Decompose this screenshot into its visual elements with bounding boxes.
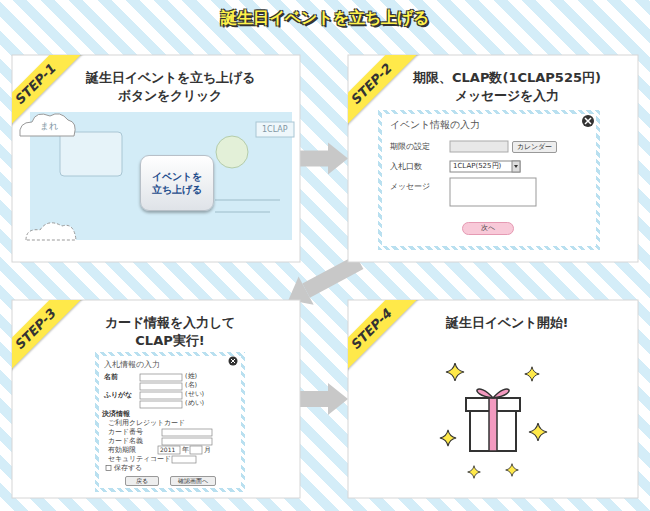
step3-form	[106, 466, 111, 471]
next-button: 次へ	[462, 222, 514, 235]
step-panel: カレンダー次へイベント情報の入力STEP-2期限、CLAP数(1CLAP525円…	[348, 55, 638, 262]
gift-icon	[446, 363, 464, 381]
form-label: 保存する	[114, 465, 142, 472]
dialog-title: 入札情報の入力	[104, 359, 236, 370]
step3-form	[190, 446, 202, 454]
step2-form	[450, 161, 520, 172]
step1-screenshot	[215, 211, 270, 213]
step3-form	[231, 359, 235, 363]
form-label: 年	[182, 447, 189, 454]
arrow-shaft	[306, 262, 359, 291]
page-title: 誕生日イベントを立ち上げる	[0, 8, 650, 29]
step3-form	[172, 456, 196, 463]
step2-form	[512, 161, 520, 172]
step-ribbon: STEP-3	[12, 300, 86, 379]
step-panel: イベントを 立ち上げるSTEP-1誕生日イベントを立ち上げる ボタンをクリック	[12, 55, 300, 262]
form-label: 期限の設定	[390, 143, 430, 151]
gift-icon	[440, 430, 456, 446]
step2-form	[450, 141, 508, 152]
button-label: カレンダー	[517, 144, 552, 151]
panel-fill	[12, 300, 300, 498]
step2-form	[514, 165, 518, 168]
panel-fills	[12, 55, 638, 498]
step3-form	[140, 392, 182, 399]
step-heading: 誕生日イベント開始!	[405, 314, 610, 332]
form-label: 月	[204, 447, 211, 454]
form-label: 1CLAP(525円)	[453, 163, 501, 170]
step3-form	[140, 383, 182, 390]
step1-screenshot	[256, 122, 294, 137]
form-button: カレンダー	[512, 141, 557, 153]
arrow-shaft	[300, 151, 328, 167]
form-label: 有効期限	[108, 447, 136, 454]
form-label: (めい)	[185, 400, 204, 407]
step-heading: 期限、CLAP数(1CLAP525円) メッセージを入力	[405, 69, 610, 104]
form-label: ご利用クレジットカード	[108, 420, 185, 427]
form-label: 入札口数	[390, 163, 422, 171]
event-button: イベントを 立ち上げる	[140, 155, 214, 211]
form-label: カード名義	[108, 438, 143, 445]
step3-form	[140, 374, 182, 381]
panel-fill	[12, 55, 300, 262]
form-label: まれ	[40, 122, 58, 131]
step1-screenshot	[20, 112, 294, 240]
gift-icon	[477, 389, 509, 398]
arrow-head	[328, 383, 348, 415]
form-label: ふりがな	[104, 392, 132, 399]
step-arrow	[300, 383, 348, 415]
button-label: 確認画面へ	[178, 478, 208, 484]
button-label: 戻る	[136, 478, 148, 484]
step3-form	[229, 357, 238, 366]
gift-icon	[506, 464, 519, 477]
step-ribbon: STEP-4	[348, 300, 422, 379]
step1-screenshot	[26, 223, 76, 240]
step3-form	[162, 438, 212, 445]
step-arrow	[288, 262, 359, 305]
step1-screenshot	[215, 199, 280, 201]
form-dialog: カレンダー次へ イベント情報の入力	[378, 110, 600, 250]
step2-form	[582, 115, 594, 127]
form-label: 決済情報	[102, 411, 130, 418]
step1-screenshot	[20, 114, 75, 136]
step2-form	[450, 178, 536, 206]
form-label: 名前	[104, 374, 118, 381]
button-label: イベントを 立ち上げる	[141, 170, 213, 196]
step2-form	[585, 118, 591, 124]
form-label: (せい)	[185, 391, 204, 398]
step3-form	[140, 401, 182, 408]
step3-form	[162, 429, 212, 436]
arrow-head	[328, 143, 348, 175]
step3-form	[158, 446, 180, 454]
form-button: 確認画面へ	[170, 476, 216, 486]
gift-icon	[525, 367, 539, 381]
gift-icon	[529, 423, 547, 441]
form-label: カード番号	[108, 429, 143, 436]
step-panel: STEP-4誕生日イベント開始!	[348, 300, 638, 498]
step1-screenshot	[216, 136, 248, 168]
form-label: (姓)	[185, 373, 197, 380]
dialog-title: イベント情報の入力	[390, 118, 588, 132]
form-label: (名)	[185, 382, 197, 389]
button-label: 次へ	[481, 225, 495, 232]
panel-fill	[348, 55, 638, 262]
step2-form	[585, 118, 591, 124]
gift-icon	[468, 466, 481, 479]
form-button: 戻る	[125, 476, 159, 486]
form-label: 1CLAP	[262, 126, 288, 134]
step-heading: 誕生日イベントを立ち上げる ボタンをクリック	[68, 69, 273, 104]
form-label: メッセージ	[390, 183, 430, 191]
step-arrow	[300, 143, 348, 175]
panel-fill	[348, 300, 638, 498]
form-label: セキュリティコード	[108, 456, 171, 463]
step1-screenshot	[60, 132, 122, 176]
step-panel: 戻る 確認画面へ 入札情報の入力 STEP-3 カード情報を入力して CLAP実行!	[12, 300, 300, 498]
arrow-shaft	[300, 391, 328, 407]
gift-icon	[489, 398, 497, 451]
step3-form	[231, 359, 235, 363]
gift-icon	[440, 363, 547, 478]
step-heading: カード情報を入力して CLAP実行!	[95, 314, 245, 349]
form-label: 2011	[160, 447, 175, 453]
